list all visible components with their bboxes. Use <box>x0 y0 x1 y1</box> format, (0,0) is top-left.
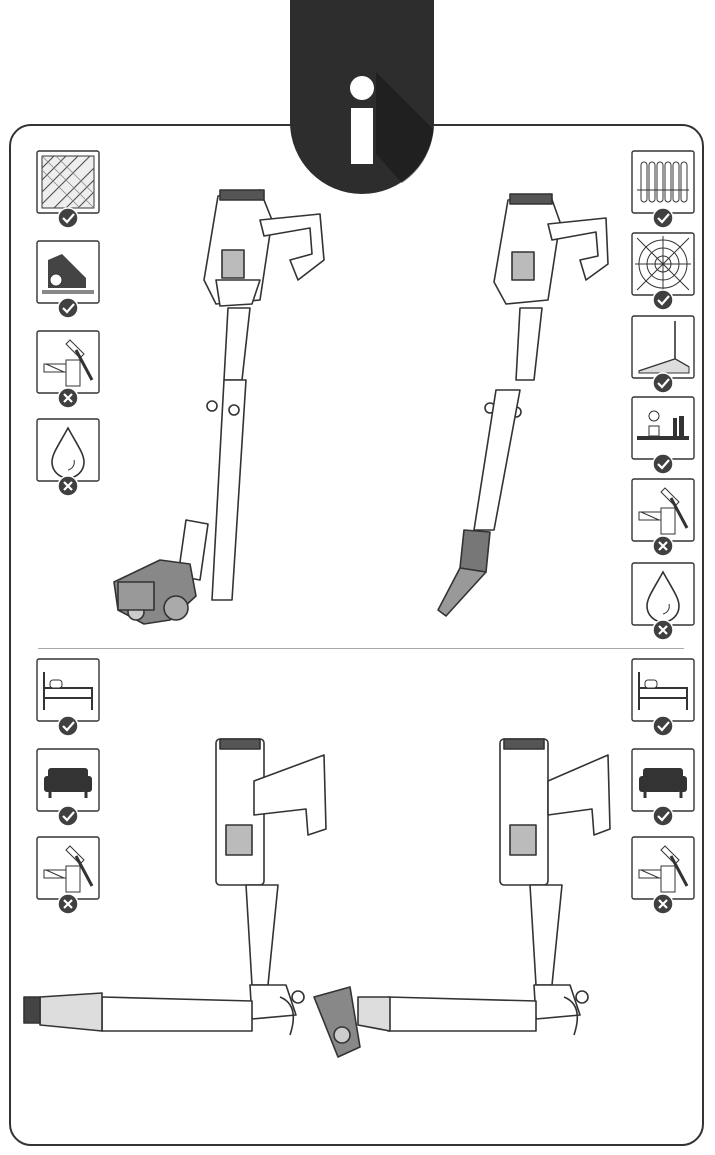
nail-hammer-icon <box>631 836 695 915</box>
room-corner-icon <box>631 315 695 394</box>
check-icon <box>57 207 79 229</box>
water-drop-icon <box>631 562 695 641</box>
sofa-icon <box>36 748 100 827</box>
bed-icon <box>36 658 100 737</box>
page-frame <box>9 124 704 1146</box>
cross-icon <box>57 893 79 915</box>
cross-icon <box>652 619 674 641</box>
cross-icon <box>57 387 79 409</box>
nail-hammer-icon <box>36 330 100 409</box>
check-icon <box>652 805 674 827</box>
water-drop-icon <box>36 418 100 497</box>
parquet-floor-icon <box>36 150 100 229</box>
info-badge-overlay <box>290 0 434 194</box>
cobweb-icon <box>631 232 695 311</box>
check-icon <box>57 805 79 827</box>
check-icon <box>652 715 674 737</box>
check-icon <box>652 207 674 229</box>
nail-hammer-icon <box>36 836 100 915</box>
cross-icon <box>652 893 674 915</box>
check-icon <box>652 289 674 311</box>
sofa-icon <box>631 748 695 827</box>
shelf-icon <box>631 396 695 475</box>
check-icon <box>652 372 674 394</box>
section-divider <box>38 648 684 649</box>
check-icon <box>652 453 674 475</box>
cross-icon <box>57 475 79 497</box>
nail-hammer-icon <box>631 478 695 557</box>
info-icon <box>350 76 374 100</box>
bed-icon <box>631 658 695 737</box>
vacuum-crevice-tool <box>420 180 620 620</box>
vacuum-handheld-mini-brush <box>310 735 620 1065</box>
vacuum-floor-brush <box>100 180 340 640</box>
check-icon <box>57 297 79 319</box>
carpet-brush-icon <box>36 240 100 319</box>
check-icon <box>57 715 79 737</box>
cross-icon <box>652 535 674 557</box>
vacuum-handheld-dusting-brush <box>20 735 327 1065</box>
radiator-icon <box>631 150 695 229</box>
